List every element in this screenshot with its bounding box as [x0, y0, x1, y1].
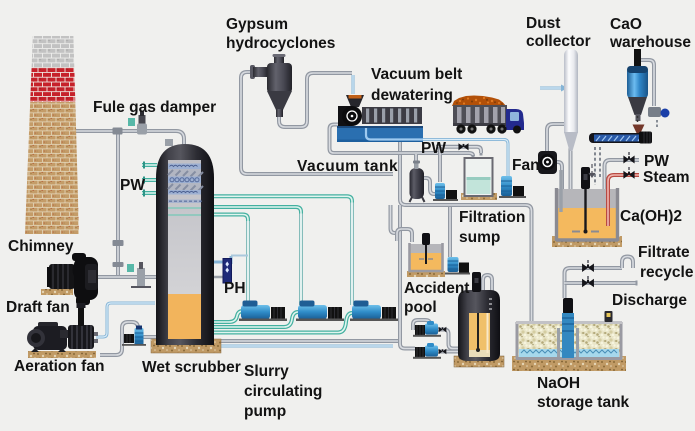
svg-text:Slurry: Slurry [244, 363, 289, 380]
svg-text:CaO: CaO [610, 16, 642, 33]
svg-text:dewatering: dewatering [371, 87, 453, 104]
svg-text:sump: sump [459, 229, 500, 246]
svg-text:Chimney: Chimney [8, 238, 74, 255]
svg-text:Aeration fan: Aeration fan [14, 358, 104, 375]
svg-text:Filtrate: Filtrate [638, 244, 690, 261]
svg-text:hydrocyclones: hydrocyclones [226, 35, 335, 52]
svg-text:collector: collector [526, 33, 591, 50]
svg-text:PH: PH [224, 280, 246, 297]
svg-text:Dust: Dust [526, 15, 560, 32]
svg-text:pool: pool [404, 299, 437, 316]
svg-text:Accident: Accident [404, 280, 469, 297]
svg-text:Filtration: Filtration [459, 209, 525, 226]
svg-text:warehouse: warehouse [609, 34, 691, 51]
svg-text:Gypsum: Gypsum [226, 16, 288, 33]
svg-text:Discharge: Discharge [612, 292, 687, 309]
svg-text:PW: PW [120, 177, 145, 194]
svg-text:Steam: Steam [643, 169, 690, 186]
svg-text:Fule gas damper: Fule gas damper [93, 99, 216, 116]
svg-text:PW: PW [644, 153, 669, 170]
svg-text:pump: pump [244, 403, 286, 420]
svg-text:Wet scrubber: Wet scrubber [142, 359, 241, 376]
svg-text:PW: PW [421, 140, 446, 157]
svg-text:NaOH: NaOH [537, 375, 580, 392]
svg-text:Ca(OH)2: Ca(OH)2 [620, 208, 682, 225]
svg-text:Vacuum belt: Vacuum belt [371, 66, 462, 83]
svg-text:circulating: circulating [244, 383, 322, 400]
svg-text:Vacuum tank: Vacuum tank [297, 158, 398, 175]
svg-text:Fan: Fan [512, 157, 540, 174]
svg-text:Draft fan: Draft fan [6, 299, 70, 316]
svg-text:storage tank: storage tank [537, 394, 630, 411]
svg-text:recycle: recycle [640, 264, 694, 281]
